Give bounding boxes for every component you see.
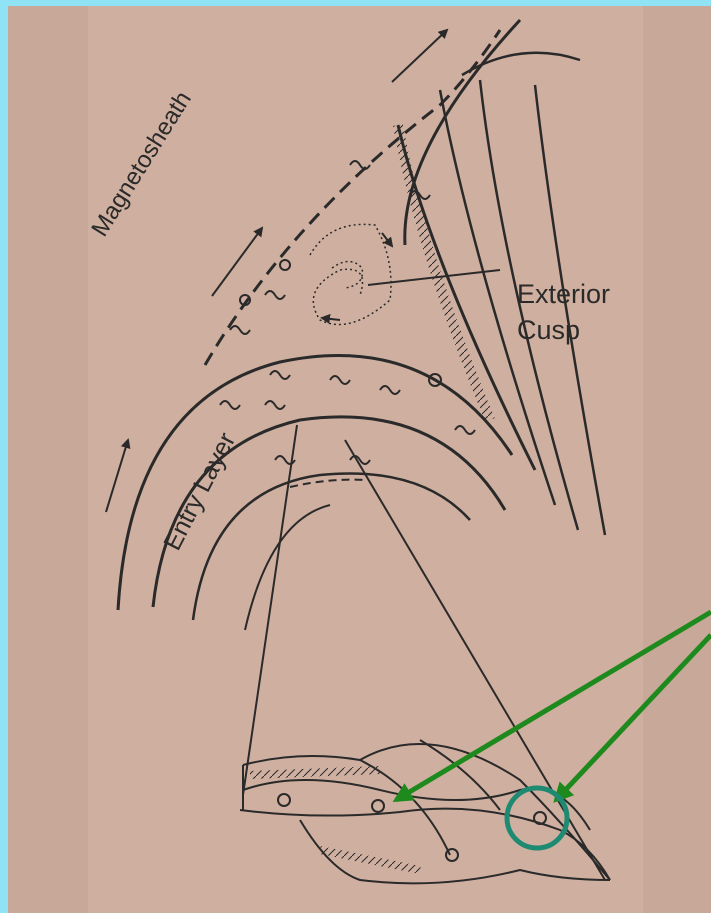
label-cusp: Cusp [517,317,580,344]
paper-light-strip [88,6,643,913]
label-exterior: Exterior [517,281,610,308]
